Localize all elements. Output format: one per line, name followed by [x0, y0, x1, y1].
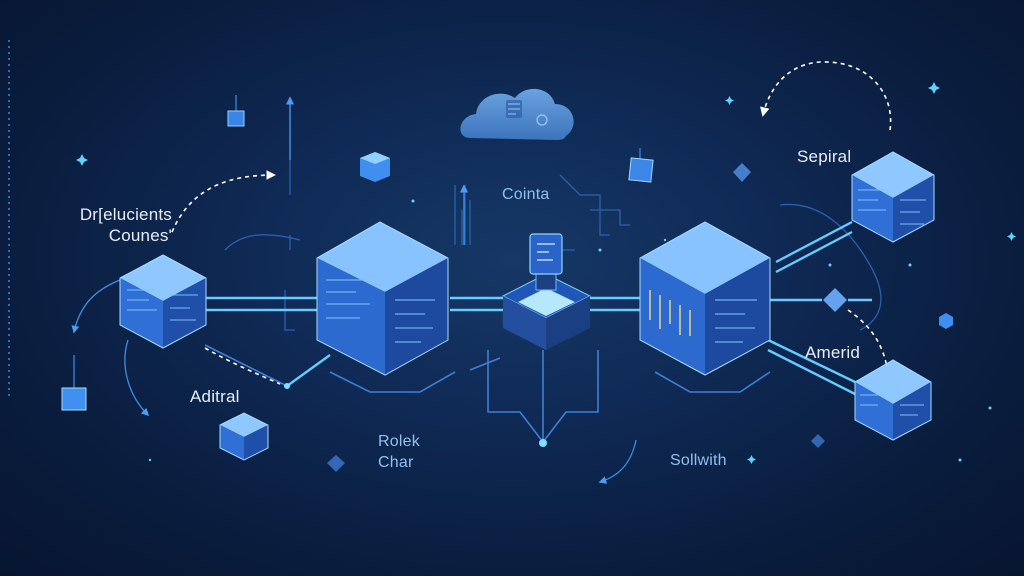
cube-icon [219, 412, 269, 461]
cube-icon [316, 221, 449, 376]
dashed-arrows [171, 61, 892, 385]
label-left-lower: Aditral [190, 387, 240, 406]
circuit-traces [224, 100, 882, 331]
label-right-top: Sepiral [797, 147, 852, 166]
processor-icon [500, 233, 592, 350]
cube-icon [851, 151, 935, 243]
diamond-node-icon [327, 163, 847, 472]
pendant-cube [628, 148, 654, 183]
cloud-icon [460, 88, 574, 140]
label-bottom-right: Sollwith [670, 452, 727, 469]
pendant-cube [227, 95, 245, 127]
solid-arrows [71, 279, 637, 484]
cube-icon [119, 254, 207, 349]
label-center-top: Cointa [502, 186, 550, 203]
cube-icon [854, 359, 932, 441]
cube-icon [639, 221, 771, 376]
small-cube [360, 152, 390, 182]
sparkle-decor [76, 82, 1016, 464]
connector-lines [206, 220, 872, 396]
label-center-bottom: Rolek Char [378, 433, 420, 471]
pendant-cube [61, 355, 87, 411]
label-right-lower: Amerid [805, 343, 861, 362]
label-top-left: Dr[elucients Counes' [79, 205, 172, 245]
junction-node [284, 383, 290, 389]
small-cube [939, 313, 953, 329]
junction-node [539, 439, 547, 447]
